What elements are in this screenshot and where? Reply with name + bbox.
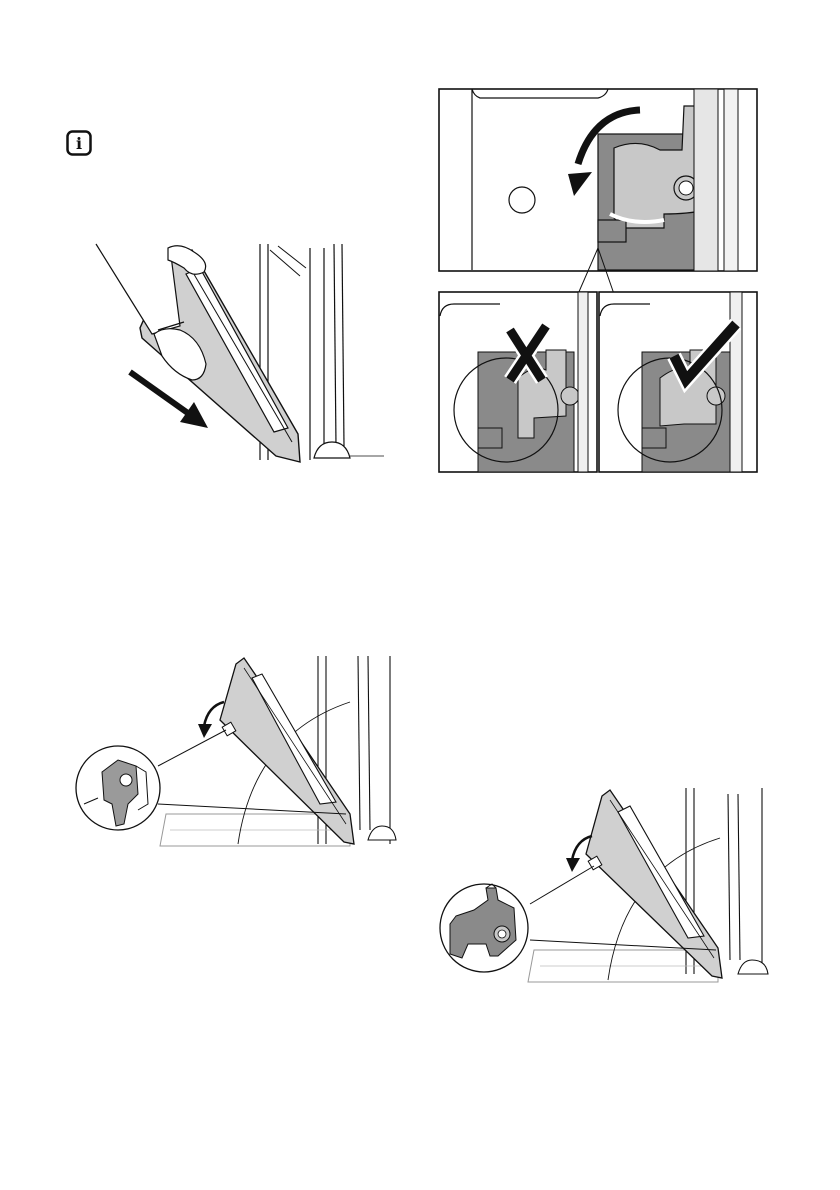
figure-hinge-check xyxy=(438,88,758,474)
figure-hinge-right xyxy=(436,784,778,986)
figure-remove-door xyxy=(88,238,388,470)
figure-hinge-left xyxy=(74,654,406,850)
info-glyph: i xyxy=(76,134,82,153)
info-icon: i xyxy=(66,130,92,156)
